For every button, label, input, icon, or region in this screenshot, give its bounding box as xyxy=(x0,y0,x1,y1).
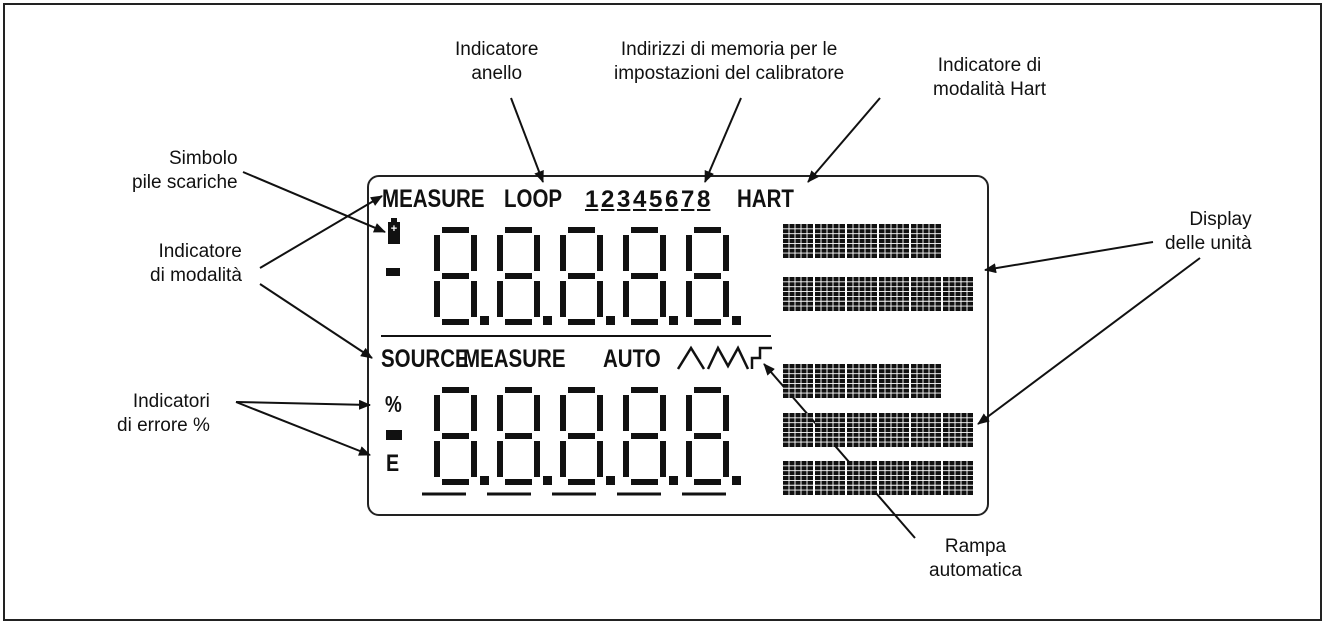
unit-block-r4-c5 xyxy=(911,413,941,447)
arrow-error-e xyxy=(235,401,371,456)
unit-block-r5-c6 xyxy=(943,461,973,495)
arrow-mode-measure xyxy=(259,195,383,269)
top-digit-4 xyxy=(623,227,678,325)
unit-block-r2-c3 xyxy=(847,277,877,311)
memory-slot-2: 2 xyxy=(601,186,615,213)
arrow-units-bottom xyxy=(977,257,1201,425)
minus-segment-top xyxy=(386,268,400,276)
unit-block-r4-c6 xyxy=(943,413,973,447)
figure-frame xyxy=(3,3,1322,621)
bottom-digit-1 xyxy=(434,387,489,485)
unit-block-r1-c4 xyxy=(879,224,909,258)
arrow-mode-source xyxy=(259,283,373,359)
unit-block-r1-c1 xyxy=(783,224,813,258)
callout-mode-indicator: Indicatore di modalità xyxy=(150,241,242,286)
unit-block-r3-c3 xyxy=(847,364,877,398)
lcd-percent-indicator: % xyxy=(385,391,402,417)
arrow-memory xyxy=(704,97,742,183)
callout-low-battery: Simbolo pile scariche xyxy=(132,148,238,193)
lcd-source-label: SOURCE xyxy=(381,345,469,373)
memory-slot-6: 6 xyxy=(665,186,679,213)
ramp-multi-triangle-icon xyxy=(706,345,750,370)
arrow-error-percent xyxy=(235,399,371,410)
memory-slot-8: 8 xyxy=(697,186,711,213)
unit-block-r1-c5 xyxy=(911,224,941,258)
bottom-digit-5 xyxy=(686,387,741,485)
unit-block-r5-c2 xyxy=(815,461,845,495)
arrow-units-top xyxy=(984,241,1154,274)
unit-block-r2-c4 xyxy=(879,277,909,311)
callout-memory-locations: Indirizzi di memoria per le impostazioni… xyxy=(614,39,845,84)
callout-hart-indicator: Indicatore di modalità Hart xyxy=(933,55,1046,100)
lcd-measure-label-2: MEASURE xyxy=(463,345,566,373)
unit-block-r5-c5 xyxy=(911,461,941,495)
memory-slot-1: 1 xyxy=(585,186,599,213)
bottom-digit-2 xyxy=(497,387,552,485)
battery-icon: + xyxy=(388,218,400,244)
unit-block-r4-c1 xyxy=(783,413,813,447)
unit-block-r1-c2 xyxy=(815,224,845,258)
unit-block-r2-c2 xyxy=(815,277,845,311)
callout-unit-display: Display delle unità xyxy=(1165,209,1252,254)
top-digit-2 xyxy=(497,227,552,325)
lcd-hart-label: HART xyxy=(737,185,794,213)
callout-auto-ramp: Rampa automatica xyxy=(929,536,1022,581)
unit-block-r4-c2 xyxy=(815,413,845,447)
top-digit-3 xyxy=(560,227,615,325)
unit-block-r5-c3 xyxy=(847,461,877,495)
unit-block-r3-c2 xyxy=(815,364,845,398)
memory-slot-3: 3 xyxy=(617,186,631,213)
unit-block-r1-c3 xyxy=(847,224,877,258)
bottom-digit-4 xyxy=(623,387,678,485)
unit-block-r4-c4 xyxy=(879,413,909,447)
lcd-loop-label: LOOP xyxy=(504,185,563,213)
callout-percent-error: Indicatori di errore % xyxy=(117,391,210,436)
unit-block-r2-c6 xyxy=(943,277,973,311)
arrow-hart xyxy=(807,97,881,183)
ramp-step-icon xyxy=(750,346,772,369)
unit-block-r4-c3 xyxy=(847,413,877,447)
unit-block-r3-c1 xyxy=(783,364,813,398)
unit-block-r2-c5 xyxy=(911,277,941,311)
top-digit-5 xyxy=(686,227,741,325)
unit-block-r5-c4 xyxy=(879,461,909,495)
lcd-display xyxy=(367,175,989,516)
memory-slot-5: 5 xyxy=(649,186,663,213)
unit-block-r5-c1 xyxy=(783,461,813,495)
unit-block-r3-c5 xyxy=(911,364,941,398)
unit-block-r3-c4 xyxy=(879,364,909,398)
memory-slot-4: 4 xyxy=(633,186,647,213)
lcd-measure-label: MEASURE xyxy=(382,185,485,213)
lcd-auto-label: AUTO xyxy=(603,345,661,373)
arrow-loop xyxy=(510,97,544,183)
callout-loop-indicator: Indicatore anello xyxy=(455,39,539,84)
unit-block-r2-c1 xyxy=(783,277,813,311)
top-digit-1 xyxy=(434,227,489,325)
lcd-error-indicator: E xyxy=(386,450,400,477)
minus-segment-bottom xyxy=(386,430,402,440)
arrow-battery xyxy=(242,171,386,233)
memory-slot-7: 7 xyxy=(681,186,695,213)
bottom-digit-3 xyxy=(560,387,615,485)
ramp-triangle-icon xyxy=(676,345,706,370)
